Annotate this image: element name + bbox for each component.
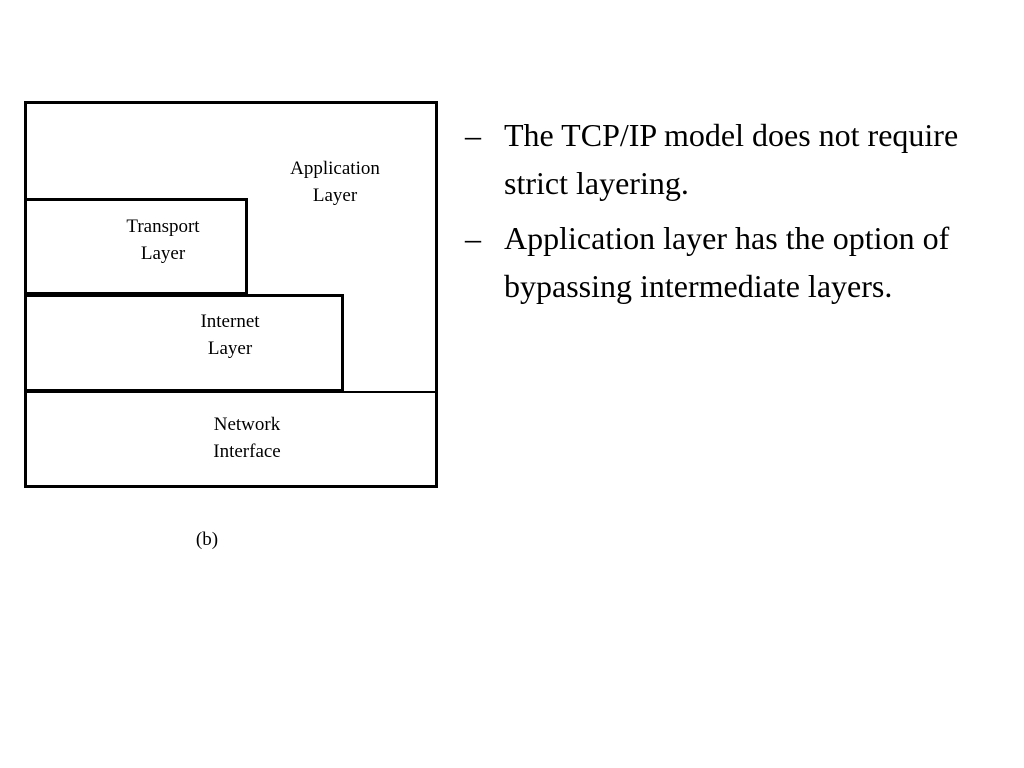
internet-layer-box [24,294,344,392]
bullet-dash: – [465,220,481,256]
tcp-ip-layer-diagram: Application Layer Transport Layer Intern… [0,0,460,600]
network-interface-label: Network Interface [213,414,281,462]
bullet-list: – The TCP/IP model does not require stri… [465,111,995,317]
bullet-item: – Application layer has the option of by… [465,214,995,310]
transport-layer-box [24,198,248,295]
bullet-text: Application layer has the option of bypa… [504,220,950,304]
network-interface-divider [24,391,438,393]
transport-layer-label: Transport Layer [126,216,200,264]
bullet-text: The TCP/IP model does not require strict… [504,117,959,201]
internet-layer-label: Internet Layer [200,311,260,359]
bullet-item: – The TCP/IP model does not require stri… [465,111,995,207]
application-layer-label: Application Layer [290,158,380,206]
bullet-dash: – [465,117,481,153]
diagram-caption: (b) [195,529,219,550]
